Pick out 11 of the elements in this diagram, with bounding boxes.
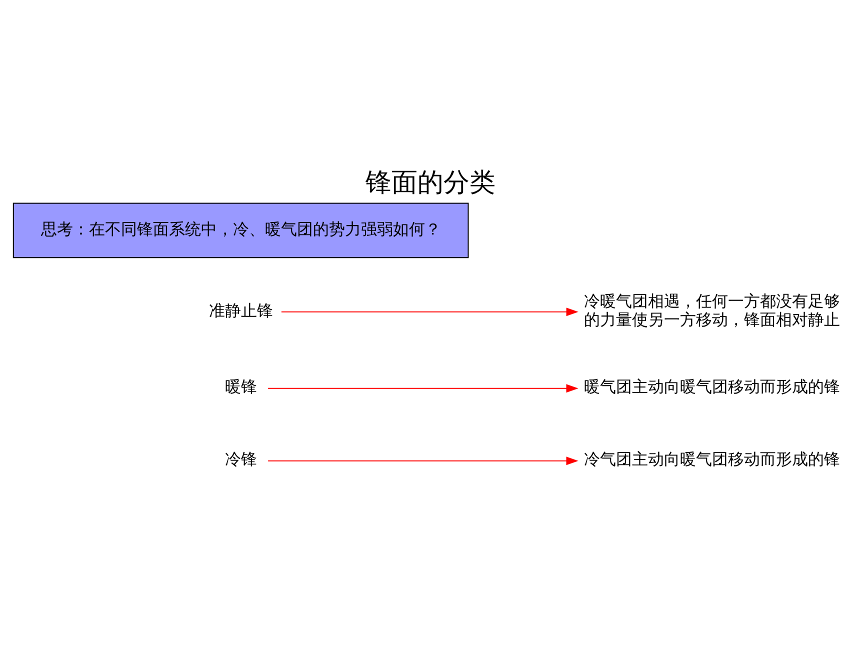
arrow — [268, 456, 578, 466]
arrow — [268, 384, 578, 393]
node-text: 冷气团主动向暖气团移动而形成的锋 — [584, 450, 840, 469]
node-text: 准静止锋 — [208, 300, 272, 320]
diagram-title: 锋面的分类 — [365, 168, 495, 198]
node-text: 暖锋 — [224, 377, 256, 396]
node-text: 冷暖气团相遇，任何一方都没有足够的力量使另一方移动，锋面相对静止 — [584, 292, 840, 329]
arrow — [280, 308, 578, 316]
node-box: 思考：在不同锋面系统中，冷、暖气团的势力强弱如何？ — [12, 202, 468, 258]
node-text: 冷锋 — [224, 450, 256, 469]
node-text: 暖气团主动向暖气团移动而形成的锋 — [584, 377, 840, 396]
